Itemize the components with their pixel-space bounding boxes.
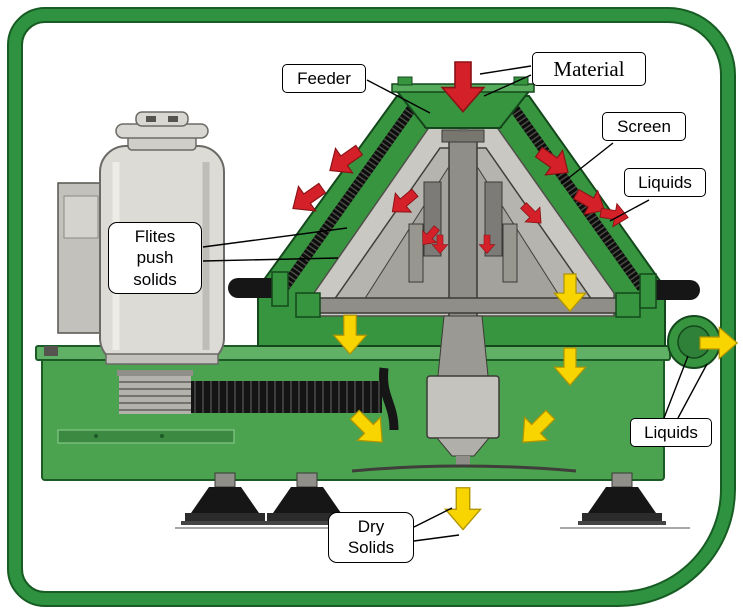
label-dry-solids: Dry Solids <box>328 512 414 563</box>
right-pipe <box>639 273 721 369</box>
label-text: Flites <box>134 227 176 246</box>
drain-hose <box>379 367 399 431</box>
label-text: Solids <box>347 538 395 558</box>
motor-bellows <box>117 370 193 414</box>
label-flites-push-solids: Flites push solids <box>108 222 202 294</box>
label-text: Liquids <box>644 423 698 442</box>
label-text: Material <box>553 57 625 81</box>
label-liquids-upper: Liquids <box>624 168 706 198</box>
label-screen: Screen <box>602 112 686 142</box>
label-text: Liquids <box>638 173 692 192</box>
label-liquids-lower: Liquids <box>630 418 712 448</box>
discharge-assembly <box>351 315 577 473</box>
bowl-lip <box>295 292 641 318</box>
left-pipe <box>228 271 289 307</box>
label-material: Material <box>532 52 646 87</box>
label-feeder: Feeder <box>282 64 366 94</box>
label-text: Dry <box>357 517 385 536</box>
green-frame <box>6 6 736 607</box>
machine-feet <box>175 472 690 529</box>
spreader-plate <box>351 464 577 473</box>
label-text: push <box>136 248 174 268</box>
label-text: Screen <box>617 117 671 136</box>
callout-lines <box>202 65 708 542</box>
label-text: solids <box>133 269 177 289</box>
label-text: Feeder <box>297 69 351 88</box>
